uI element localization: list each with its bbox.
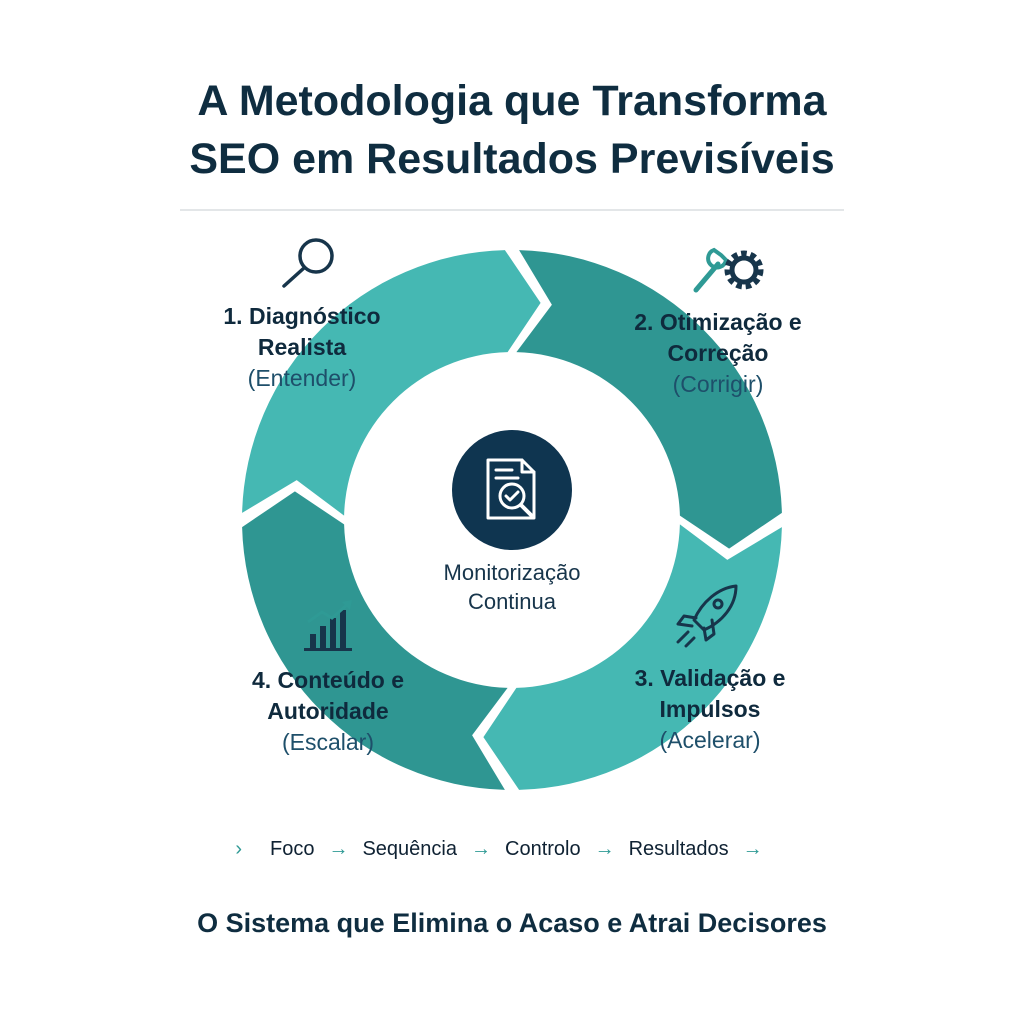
step-subtitle: (Escalar): [281, 729, 374, 755]
flow-item: Foco: [270, 838, 315, 860]
center-line-2: Continua: [467, 589, 557, 614]
segment-conteudo: [242, 491, 508, 790]
center-label: Monitorização Continua: [362, 558, 662, 616]
divider: [180, 209, 844, 211]
step-title: Impulsos: [659, 696, 761, 722]
step-title: Correção: [667, 340, 769, 366]
segment-otimizacao: [516, 250, 782, 549]
step-2-otimizacao: 2. Otimização e Correção (Corrigir): [588, 307, 848, 400]
step-title: 4. Conteúdo e: [251, 667, 405, 693]
flow-item: Sequência: [362, 838, 457, 860]
arrow-right-icon: →: [328, 838, 349, 860]
center-line-1: Monitorização: [443, 560, 581, 585]
tagline: O Sistema que Elimina o Acaso e Atrai De…: [197, 908, 827, 938]
step-4-conteudo: 4. Conteúdo e Autoridade (Escalar): [198, 665, 458, 758]
center-icon-circle: [452, 430, 572, 550]
step-title: 1. Diagnóstico: [223, 303, 381, 329]
document-check-icon: [486, 458, 536, 520]
arrow-right-icon: →: [471, 838, 491, 860]
step-title: Autoridade: [267, 698, 389, 724]
title-line-1: A Metodologia que Transforma: [197, 77, 827, 125]
arrow-right-icon: →: [594, 838, 615, 860]
step-title: 3. Validação e: [634, 665, 786, 691]
wrench-gear-icon: [693, 247, 764, 293]
segment-validacao: [483, 524, 782, 790]
growth-chart-icon: [304, 600, 352, 651]
page-title: A Metodologia que Transforma SEO em Resu…: [0, 72, 1024, 188]
arrow-right-icon: →: [742, 838, 763, 860]
step-1-diagnostico: 1. Diagnóstico Realista (Entender): [172, 301, 432, 394]
rocket-icon: [676, 584, 738, 648]
step-subtitle: (Acelerar): [659, 727, 761, 753]
step-title: 2. Otimização e: [634, 309, 802, 335]
step-3-validacao: 3. Validação e Impulsos (Acelerar): [580, 663, 840, 756]
title-line-2: SEO em Resultados Previsíveis: [189, 135, 835, 183]
chevron-right-icon: ›: [235, 838, 242, 860]
step-subtitle: (Corrigir): [672, 371, 764, 397]
flow-item: Resultados: [628, 838, 729, 860]
step-subtitle: (Entender): [247, 365, 357, 391]
step-title: Realista: [257, 334, 347, 360]
flow-sequence: › Foco → Sequência → Controlo → Resultados →: [0, 838, 1024, 861]
segment-diagnostico: [242, 250, 541, 516]
flow-item: Controlo: [505, 838, 581, 860]
magnifier-icon: [282, 238, 334, 288]
